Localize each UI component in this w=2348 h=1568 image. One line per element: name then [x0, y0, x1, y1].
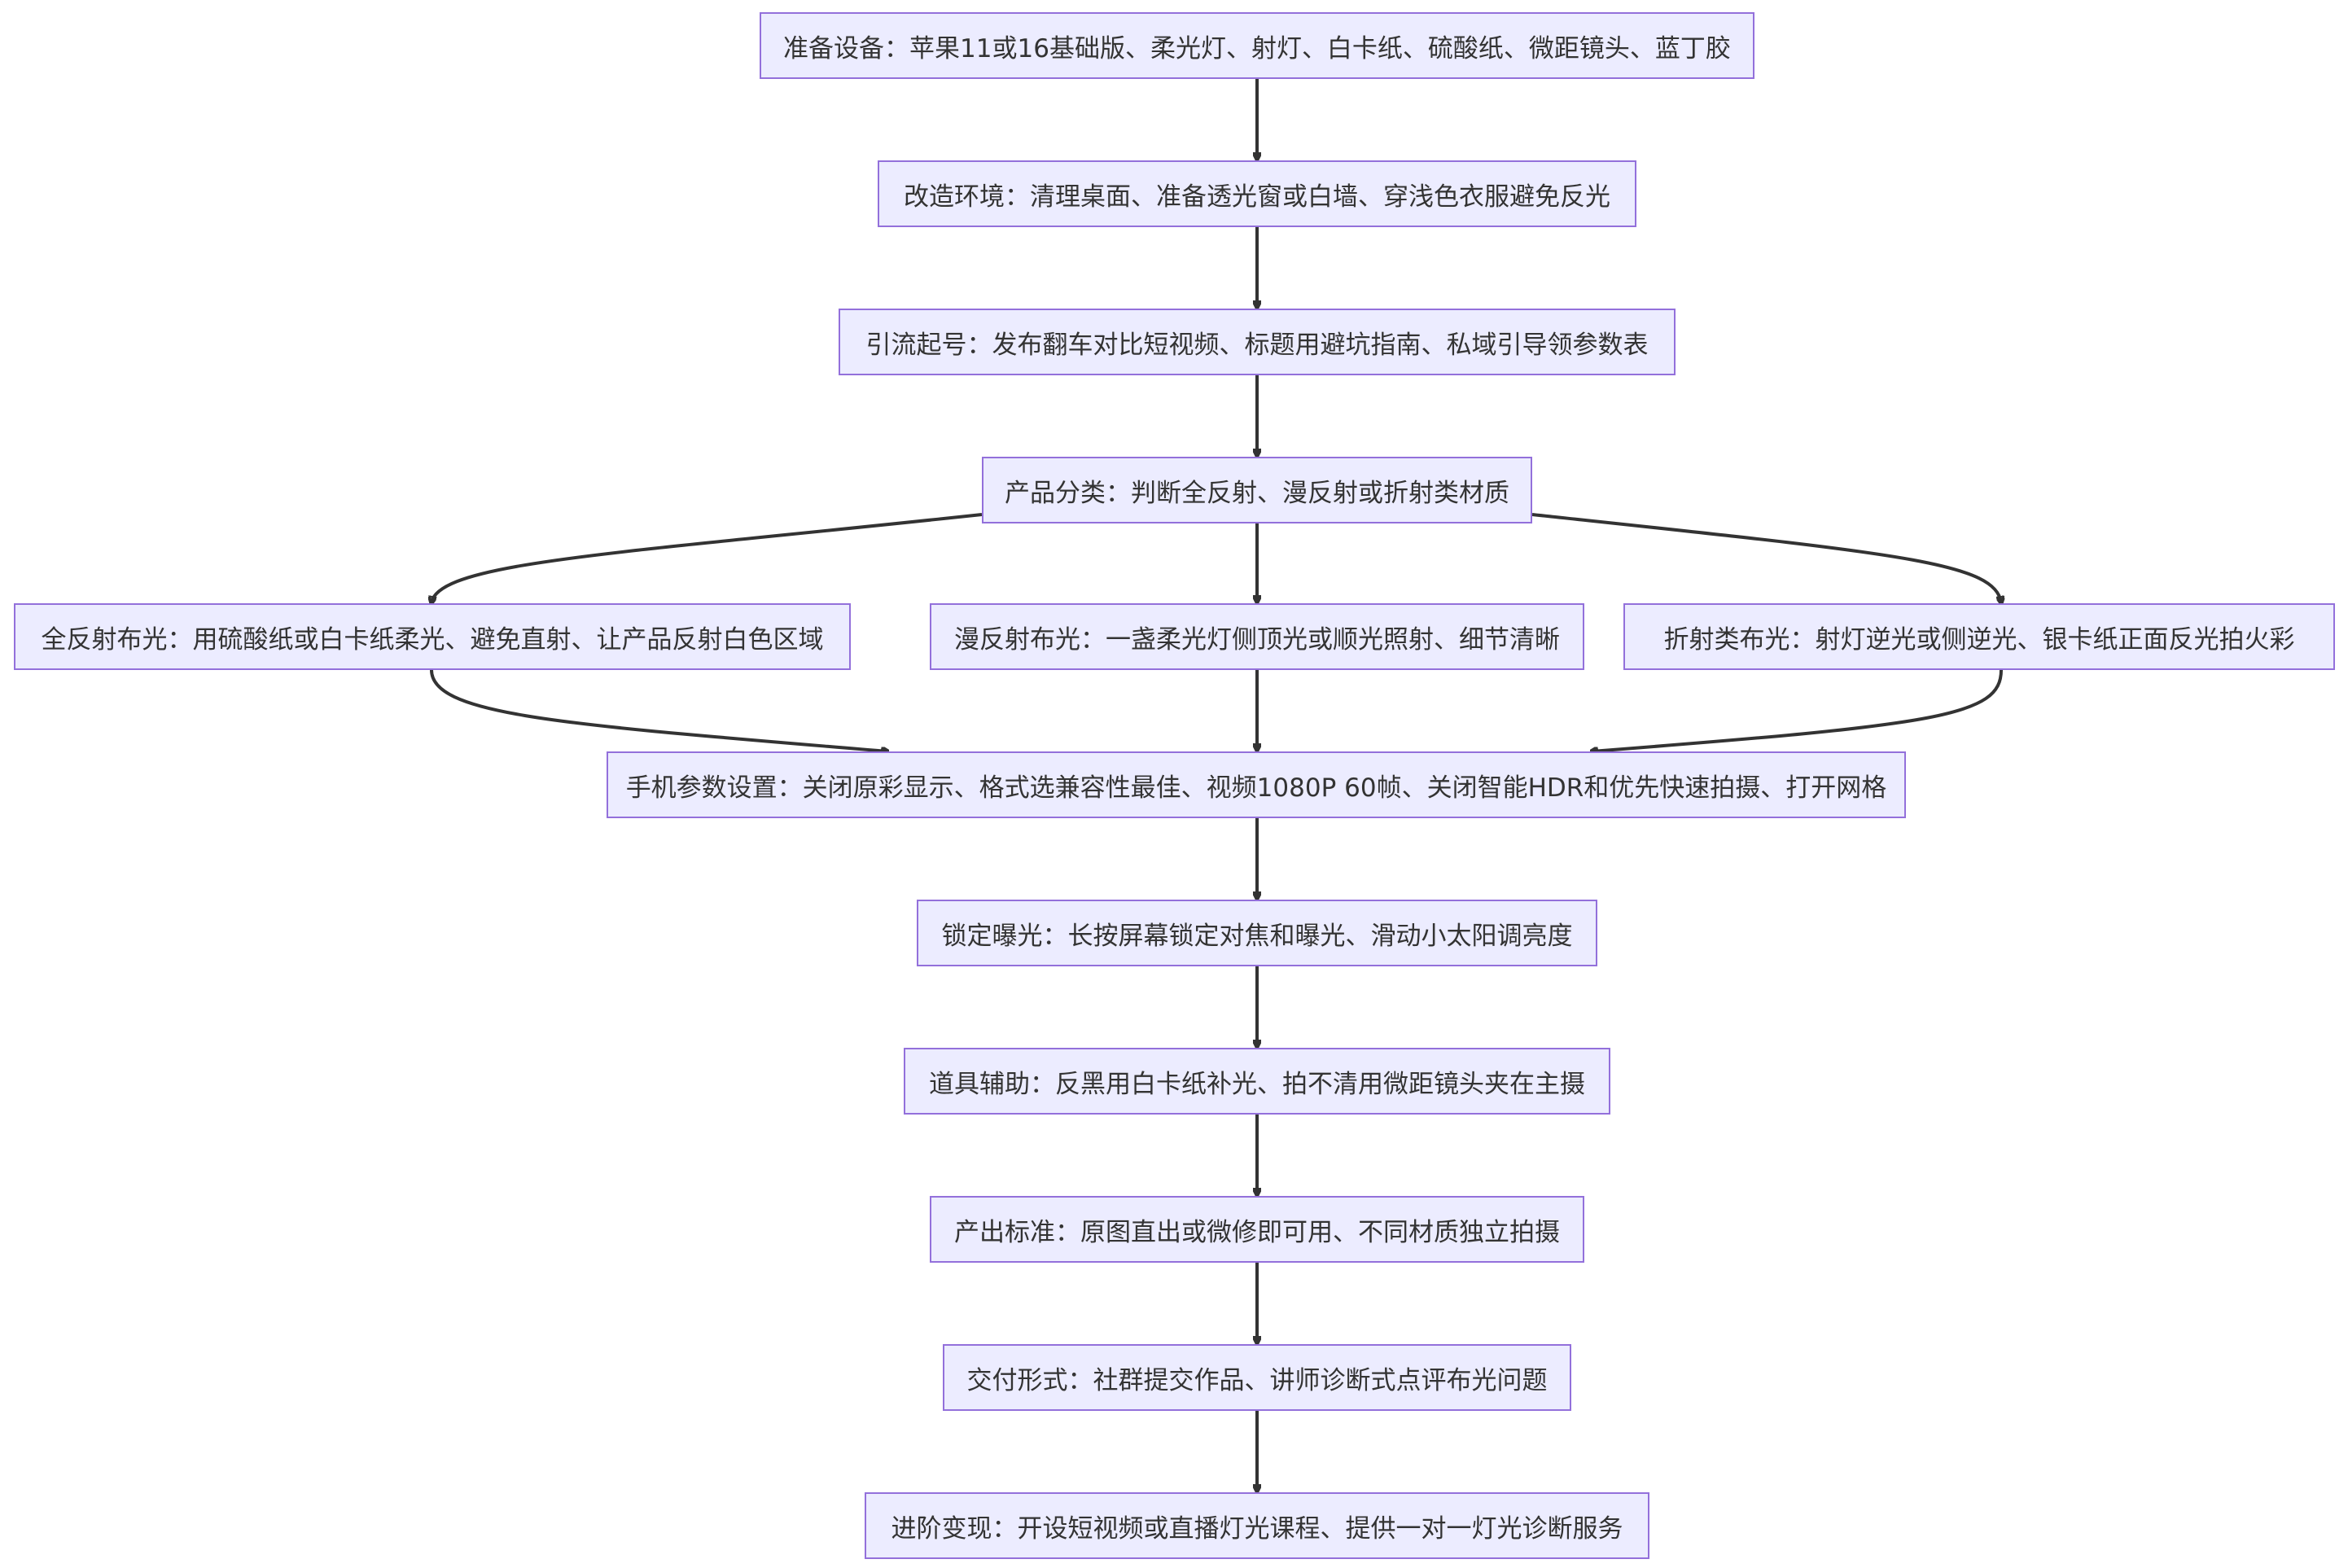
node-diffuse: 漫反射布光：一盏柔光灯侧顶光或顺光照射、细节清晰	[930, 603, 1584, 670]
edge-classify-refraction	[1531, 513, 2001, 602]
edge-refraction-phone	[1592, 669, 2003, 751]
node-equipment: 准备设备：苹果11或16基础版、柔光灯、射灯、白卡纸、硫酸纸、微距镜头、蓝丁胶	[760, 12, 1754, 79]
node-advanced: 进阶变现：开设短视频或直播灯光课程、提供一对一灯光诊断服务	[865, 1492, 1649, 1559]
node-classify: 产品分类：判断全反射、漫反射或折射类材质	[982, 457, 1532, 523]
node-environment: 改造环境：清理桌面、准备透光窗或白墙、穿浅色衣服避免反光	[878, 160, 1636, 227]
node-phone-settings: 手机参数设置：关闭原彩显示、格式选兼容性最佳、视频1080P 60帧、关闭智能H…	[607, 751, 1906, 818]
node-output: 产出标准：原图直出或微修即可用、不同材质独立拍摄	[930, 1196, 1584, 1263]
edge-classify-full	[431, 513, 983, 602]
node-lock-exposure: 锁定曝光：长按屏幕锁定对焦和曝光、滑动小太阳调亮度	[917, 900, 1597, 966]
node-traffic: 引流起号：发布翻车对比短视频、标题用避坑指南、私域引导领参数表	[839, 309, 1676, 375]
node-props: 道具辅助：反黑用白卡纸补光、拍不清用微距镜头夹在主摄	[904, 1048, 1610, 1115]
node-delivery: 交付形式：社群提交作品、讲师诊断式点评布光问题	[943, 1344, 1571, 1411]
node-refraction: 折射类布光：射灯逆光或侧逆光、银卡纸正面反光拍火彩	[1623, 603, 2335, 670]
node-full-reflection: 全反射布光：用硫酸纸或白卡纸柔光、避免直射、让产品反射白色区域	[14, 603, 851, 670]
edge-full-phone	[430, 669, 887, 751]
